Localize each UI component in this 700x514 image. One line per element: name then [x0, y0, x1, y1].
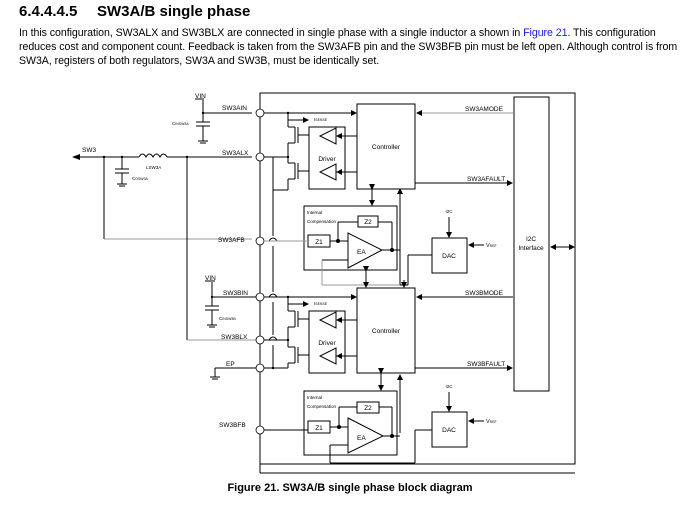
- sw3amode-label: SW3AMODE: [465, 106, 504, 113]
- controller-a-label: Controller: [372, 144, 401, 151]
- svg-text:Z2: Z2: [364, 219, 372, 226]
- i2c-a-label: I2C: [445, 209, 453, 214]
- pin-sw3alx-label: SW3ALX: [222, 150, 249, 157]
- isense-a-label: ISENSE: [314, 117, 328, 122]
- pin-ep-label: EP: [226, 361, 235, 368]
- sw3bfault-label: SW3BFAULT: [467, 361, 505, 368]
- pin-sw3blx-label: SW3BLX: [221, 334, 248, 341]
- cout-label: COSW3A: [132, 176, 149, 181]
- i2c-bus-arrowheads: [550, 244, 575, 250]
- pin-ep: [255, 363, 265, 373]
- inductor-label: LSW3A: [146, 165, 161, 170]
- pin-sw3ain-label: SW3AIN: [222, 105, 247, 112]
- svg-text:Z1: Z1: [315, 239, 323, 246]
- cin-a-label: CINSW3A: [172, 121, 189, 126]
- pin-sw3ain: [255, 108, 265, 118]
- svg-text:Z2: Z2: [364, 405, 372, 412]
- section-title: SW3A/B single phase: [97, 3, 251, 20]
- ea-b-amplifier: [347, 417, 385, 454]
- driver-b-label: Driver: [318, 340, 336, 347]
- paragraph-text-cont: . This configuration reduces cost and co…: [19, 27, 678, 67]
- dac-b-block: [431, 411, 468, 448]
- sw3bmode-label: SW3BMODE: [465, 290, 504, 297]
- vref-a-label: VREF: [486, 243, 497, 249]
- controller-b-block: [356, 287, 416, 374]
- figure-caption: Figure 21. SW3A/B single phase block dia…: [227, 482, 473, 494]
- controller-b-label: Controller: [372, 328, 401, 335]
- sw3afault-label: SW3AFAULT: [467, 176, 505, 183]
- pin-sw3bin: [255, 292, 265, 302]
- comp-a-line2: Compensation: [307, 219, 337, 224]
- comp-b-line2: Compensation: [307, 404, 337, 409]
- svg-text:EA: EA: [357, 435, 366, 442]
- sw3-label: SW3: [82, 147, 96, 154]
- vin-top-label: VIN: [195, 93, 206, 100]
- i2c-interface-label-2: Interface: [518, 245, 544, 252]
- dac-a-block: [431, 237, 468, 274]
- vin-b-label: VIN: [205, 275, 216, 282]
- svg-text:DAC: DAC: [442, 253, 456, 260]
- pin-sw3alx: [255, 152, 265, 162]
- comp-b-line1: Internal: [307, 395, 322, 400]
- controller-a-block: [356, 103, 416, 190]
- pin-sw3bfb-label: SW3BFB: [219, 422, 246, 429]
- driver-a-label: Driver: [318, 156, 336, 163]
- ea-a-amplifier: [347, 232, 384, 269]
- cin-b-label: CINSW3B: [219, 316, 236, 321]
- figure-link[interactable]: Figure 21: [523, 27, 568, 39]
- sw3-output-arrow-icon: [72, 154, 80, 160]
- isense-b-label: ISENSE: [314, 301, 328, 306]
- section-number: 6.4.4.4.5: [19, 3, 78, 20]
- pin-sw3afb-label: SW3AFB: [218, 237, 245, 244]
- i2c-b-label: I2C: [445, 384, 453, 389]
- paragraph-text: In this configuration, SW3ALX and SW3BLX…: [19, 27, 524, 39]
- pin-sw3afb: [255, 236, 265, 246]
- inductor-lsw3a: [138, 153, 168, 158]
- i2c-interface-label-1: I2C: [526, 236, 536, 243]
- pin-sw3bfb: [255, 425, 265, 435]
- svg-text:EA: EA: [357, 249, 366, 256]
- i2c-interface-block: [513, 96, 550, 392]
- comp-a-line1: Internal: [307, 210, 322, 215]
- svg-text:DAC: DAC: [442, 427, 456, 434]
- vref-b-label: VREF: [486, 419, 497, 425]
- description-paragraph: In this configuration, SW3ALX and SW3BLX…: [19, 27, 689, 68]
- section-heading: 6.4.4.4.5 SW3A/B single phase: [19, 3, 250, 20]
- pin-sw3bin-label: SW3BIN: [223, 290, 248, 297]
- svg-text:Z1: Z1: [315, 425, 323, 432]
- pin-sw3blx: [255, 335, 265, 345]
